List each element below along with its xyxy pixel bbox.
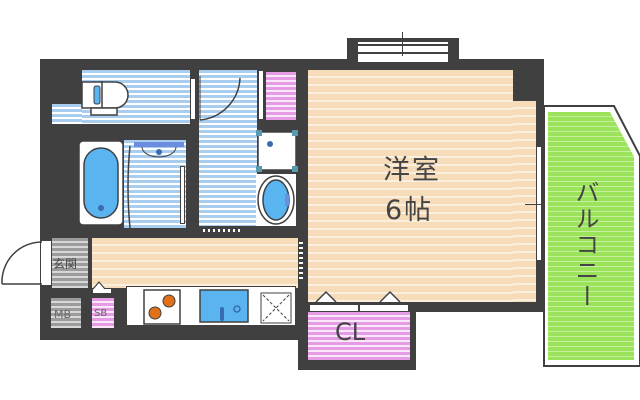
washroom-sliding-door[interactable] [199, 228, 241, 233]
balcony-label: バルコニー [571, 180, 599, 310]
balcony-door-mark-h [525, 204, 555, 205]
kitchen-sink-icon [199, 289, 249, 323]
western-room-floor-right [513, 101, 536, 302]
meter-box-label: MB [54, 308, 72, 321]
bathroom-door-panel [180, 166, 185, 224]
room-sliding-door[interactable] [298, 238, 304, 282]
balcony-floor [548, 112, 634, 360]
balcony-sliding-door[interactable] [536, 146, 542, 261]
top-window-glass [358, 44, 448, 54]
step-arrow [92, 281, 106, 290]
closet-door-right[interactable] [359, 304, 409, 312]
toilet-floor-left [52, 104, 82, 124]
washroom-door-jamb [190, 78, 196, 120]
meter-box [51, 298, 81, 328]
washroom-floor [199, 70, 257, 226]
bathroom-door[interactable] [126, 142, 136, 230]
western-room-label: 洋室 [383, 155, 441, 186]
closet-label: CL [335, 318, 366, 346]
washing-machine-icon [256, 130, 298, 172]
western-room-size: 6帖 [385, 195, 434, 226]
entrance-label: 玄関 [53, 257, 78, 271]
washroom-door[interactable] [198, 74, 248, 124]
western-room-floor [308, 70, 513, 302]
closet-floor [308, 312, 410, 360]
closet-door-arrows [315, 290, 401, 303]
stove-icon [143, 289, 181, 325]
entrance-door[interactable] [0, 240, 44, 286]
entrance-door-jamb [40, 240, 52, 286]
shower-icon [134, 142, 184, 158]
linen-storage [266, 72, 296, 120]
toilet-icon [81, 81, 129, 116]
bathroom-floor [124, 140, 186, 228]
wash-basin-icon [256, 174, 296, 226]
closet-door-left[interactable] [309, 304, 359, 312]
corridor-floor [92, 238, 298, 288]
bathtub-icon [78, 140, 124, 226]
washroom-linen-shelf [258, 70, 264, 120]
entrance-floor [52, 238, 88, 288]
top-window-mullion [402, 32, 403, 56]
shoe-box-label: SB [94, 308, 108, 319]
shoe-box [92, 298, 114, 328]
refrigerator-space-icon [260, 292, 292, 324]
